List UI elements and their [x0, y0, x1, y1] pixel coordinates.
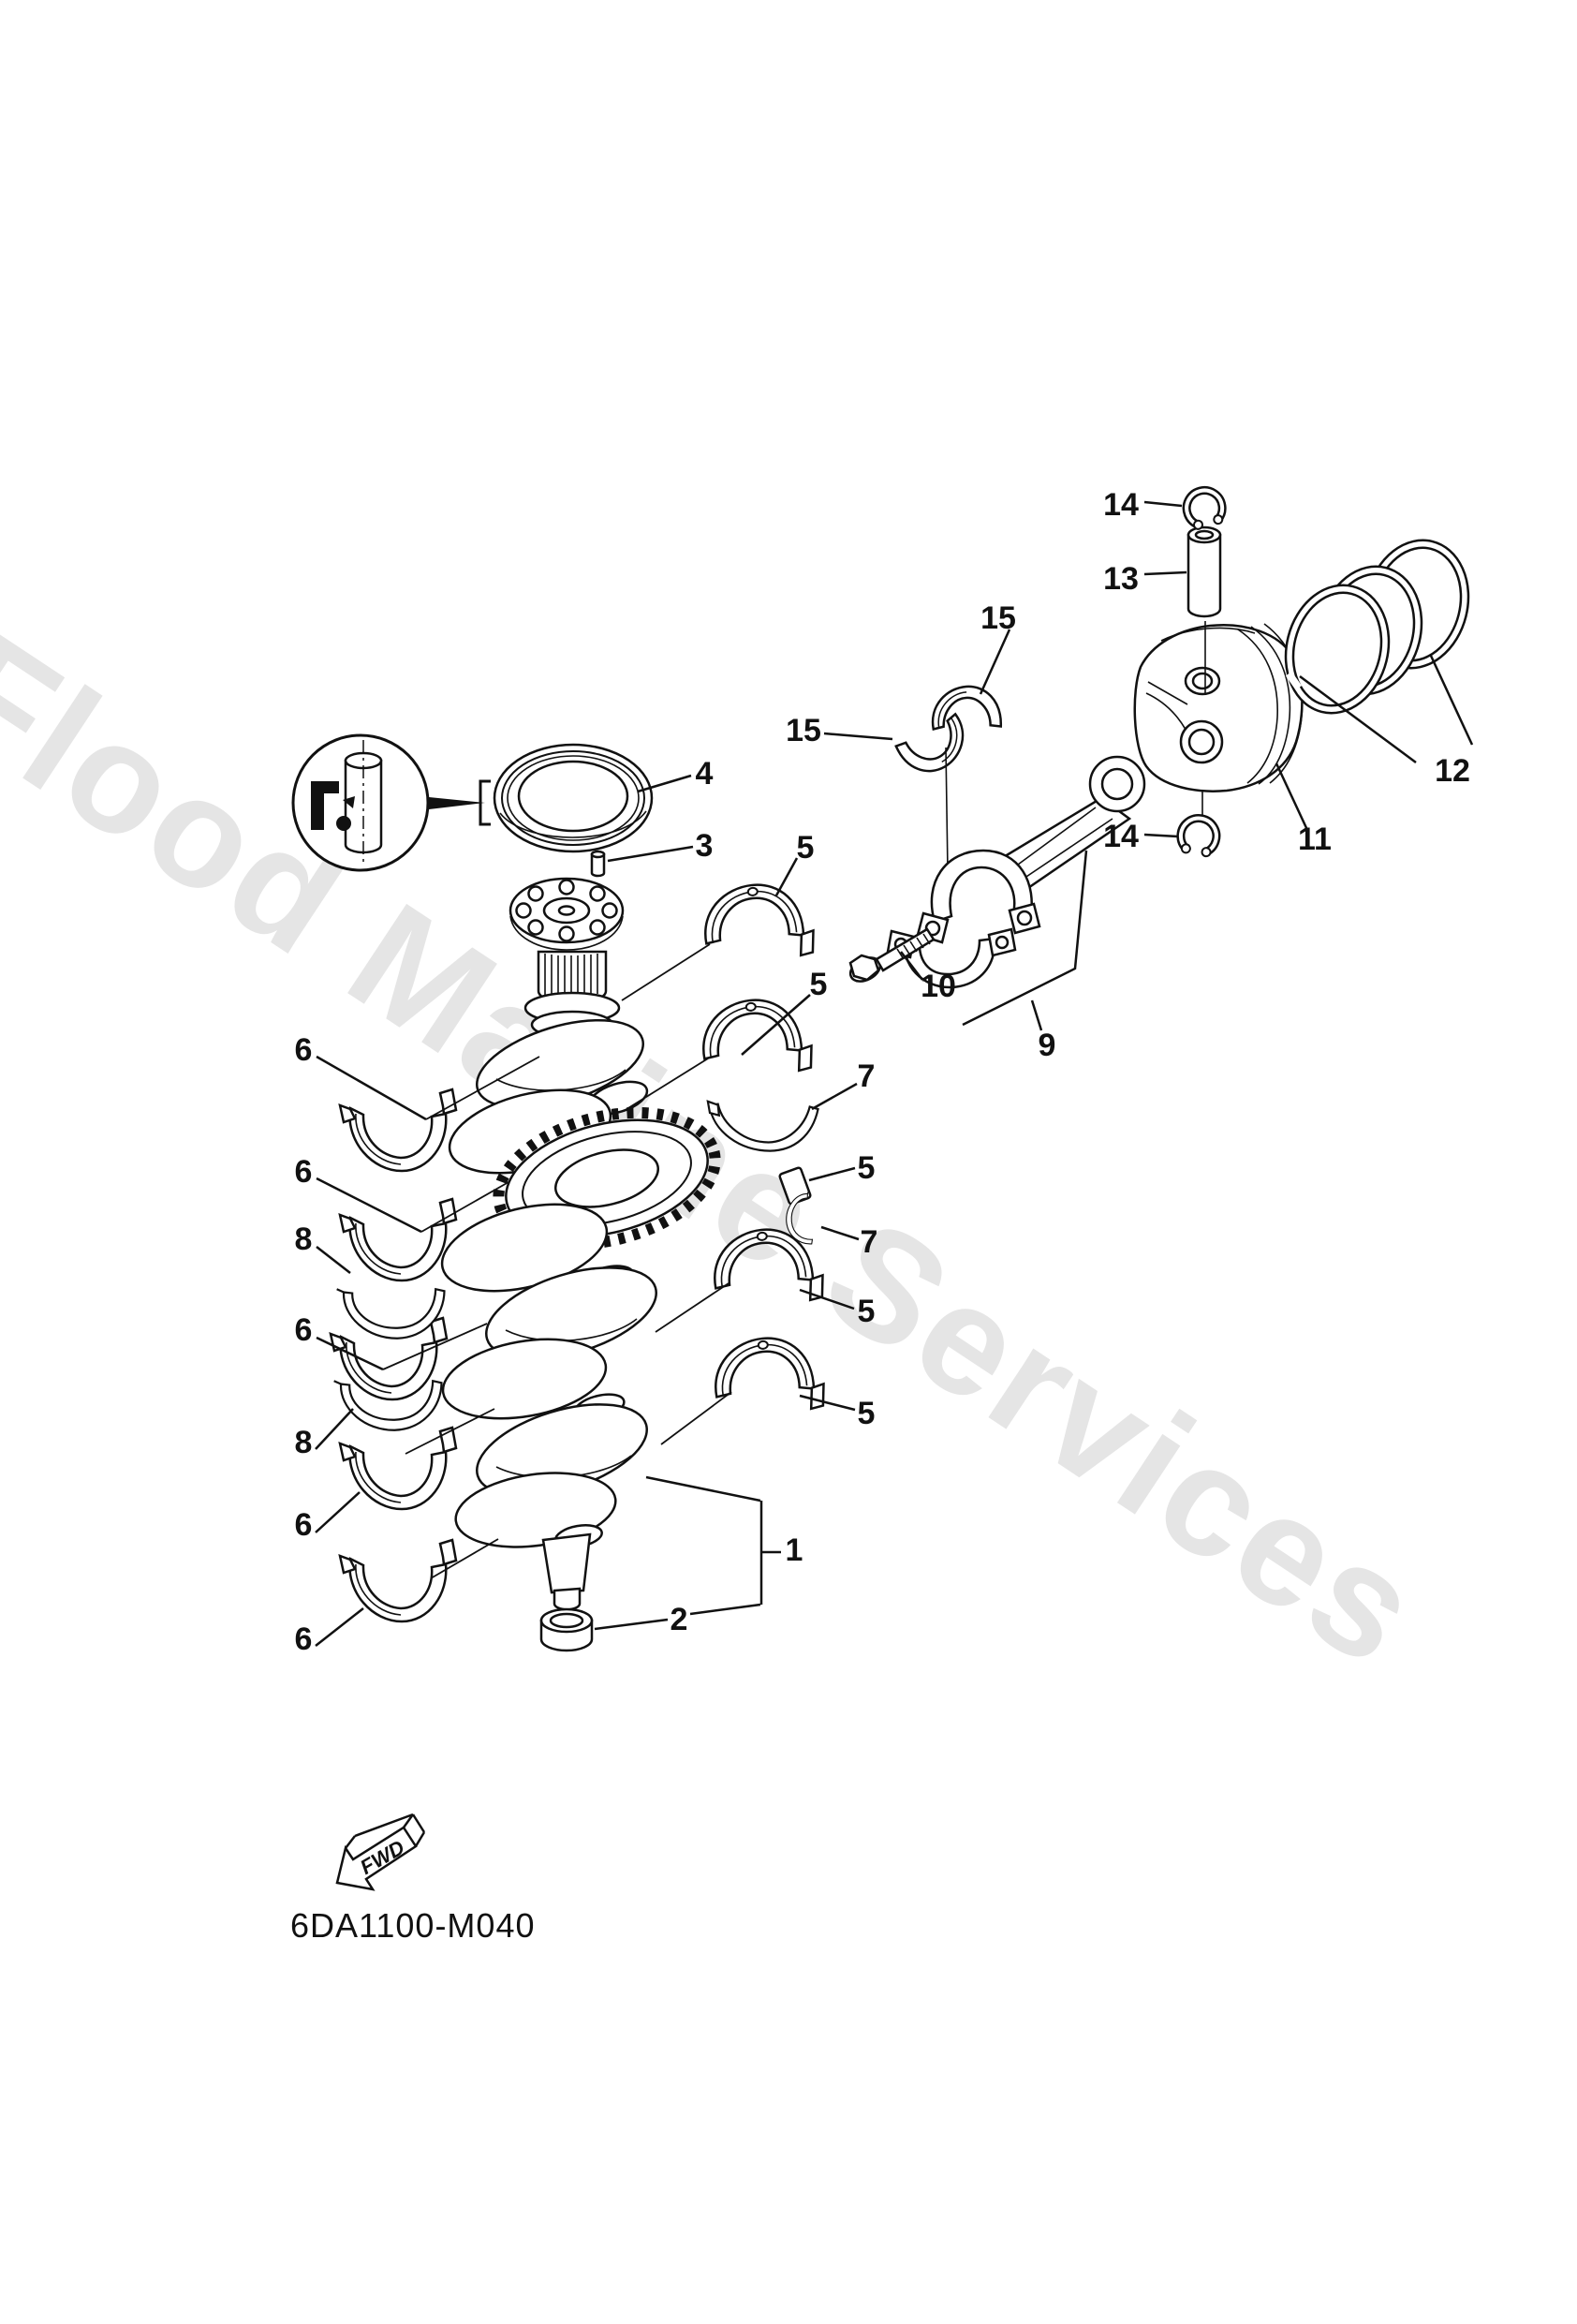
callout-6-1: 6 [295, 1032, 313, 1068]
callout-6-4: 6 [295, 1507, 313, 1543]
dowel-pin [590, 850, 606, 878]
rod-bolt [848, 927, 936, 983]
piston-rings [1284, 539, 1470, 715]
callout-labels: 14 13 15 15 4 3 5 12 11 14 5 10 9 6 7 6 … [295, 487, 1470, 1657]
inset-detail-view [291, 733, 491, 872]
callout-13: 13 [1103, 561, 1139, 597]
callout-10: 10 [921, 969, 956, 1004]
lower-bearing-bushing [539, 1607, 594, 1652]
crankshaft-bottom-stub [541, 1532, 592, 1611]
callout-2: 2 [671, 1602, 688, 1637]
callout-7-2: 7 [861, 1224, 878, 1260]
drawing-number: 6DA1100-M040 [290, 1906, 536, 1945]
callout-12: 12 [1435, 753, 1470, 789]
callout-5-5: 5 [858, 1396, 876, 1431]
callout-5-4: 5 [858, 1294, 876, 1329]
woodruff-key-detail [311, 740, 383, 866]
piston-pin [1186, 525, 1222, 618]
callout-6-5: 6 [295, 1621, 313, 1657]
callout-8-2: 8 [295, 1425, 313, 1460]
piston [1133, 621, 1304, 817]
crankshaft-webs [440, 1018, 721, 1548]
callout-3: 3 [696, 828, 714, 864]
crankshaft [440, 877, 721, 1611]
crankshaft-flange [508, 877, 625, 951]
ring-gear [493, 743, 654, 853]
fwd-direction-marker: FWD [335, 1813, 426, 1891]
rod-bearing-shells [894, 683, 1003, 872]
callout-14-bottom: 14 [1103, 819, 1139, 854]
callout-14-top: 14 [1103, 487, 1139, 523]
callout-1: 1 [786, 1532, 803, 1568]
callout-15-upper: 15 [980, 600, 1016, 636]
callout-7-1: 7 [858, 1058, 876, 1094]
callout-5-3: 5 [858, 1150, 876, 1186]
detail-pointer-arrow [429, 797, 485, 809]
callout-9: 9 [1039, 1028, 1056, 1063]
callout-8-1: 8 [295, 1221, 313, 1257]
connecting-rod [916, 755, 1146, 944]
callout-15-left: 15 [786, 713, 821, 748]
main-bearings-lower [329, 1088, 458, 1623]
callout-5-1: 5 [797, 830, 815, 866]
assembly-lines [382, 943, 732, 1579]
detail-bracket [479, 779, 491, 826]
leader-lines [315, 500, 1474, 1647]
callout-4: 4 [696, 756, 714, 792]
callout-6-3: 6 [295, 1312, 313, 1348]
callout-11: 11 [1298, 822, 1332, 857]
callout-6-2: 6 [295, 1154, 313, 1190]
callout-5-2: 5 [810, 967, 828, 1002]
